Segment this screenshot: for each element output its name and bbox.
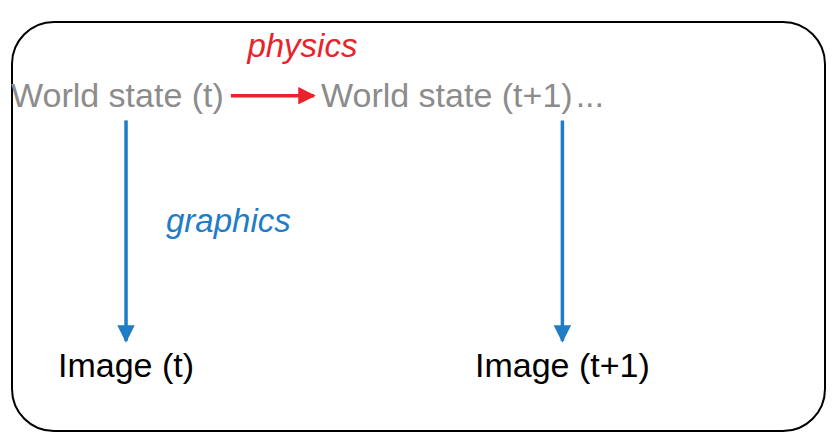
node-label: World state (t+1): [318, 75, 576, 116]
world-state: World state (t+1): [318, 75, 576, 116]
image-frame: Image (t+1): [472, 345, 653, 386]
node-label: Image (t+1): [472, 345, 653, 386]
arrow-connector: [561, 120, 565, 341]
node-label: Image (t): [55, 345, 197, 386]
arrow-connector: [124, 120, 128, 341]
node-label: World state (t): [8, 75, 227, 116]
arrow-connector: [231, 94, 314, 98]
image-frame: Image (t): [55, 345, 197, 386]
world-state: World state (t): [8, 75, 227, 116]
edge-label: graphics: [162, 202, 295, 240]
edge-label: physics: [243, 27, 361, 65]
continuation-dots: ...: [574, 75, 606, 116]
